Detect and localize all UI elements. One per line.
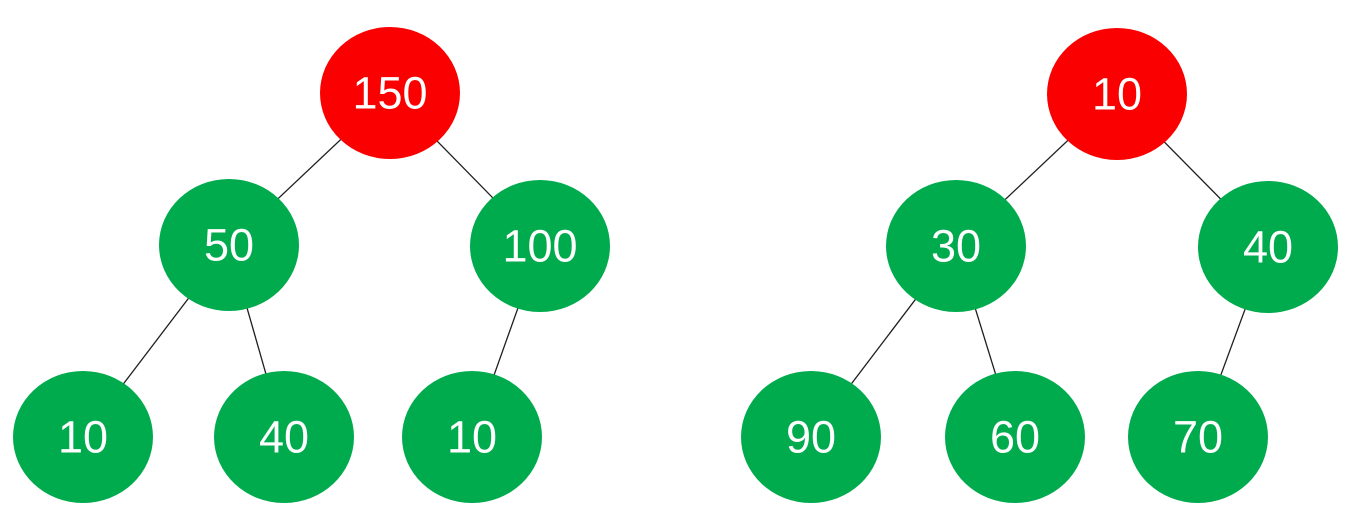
node-value: 10	[58, 412, 108, 463]
left-tree-node-150-L0: 150	[320, 27, 460, 159]
child-node-ellipse	[945, 371, 1085, 503]
child-node-ellipse	[1198, 181, 1338, 313]
node-value: 30	[931, 221, 981, 272]
root-node-ellipse	[1047, 28, 1187, 160]
right-tree-node-30-R1: 30	[886, 180, 1026, 312]
child-node-ellipse	[214, 371, 354, 503]
node-value: 150	[352, 68, 427, 119]
right-tree-node-40-R2: 40	[1198, 181, 1338, 313]
node-value: 10	[447, 412, 497, 463]
node-value: 40	[1243, 222, 1293, 273]
child-node-ellipse	[741, 371, 881, 503]
left-tree-node-40-L4: 40	[214, 371, 354, 503]
right-tree: 10 30 40 90 60 70	[741, 28, 1338, 503]
left-tree-node-100-L2: 100	[470, 180, 610, 312]
child-node-ellipse	[159, 179, 299, 311]
node-value: 70	[1173, 412, 1223, 463]
right-tree-node-70-R5: 70	[1128, 371, 1268, 503]
left-tree-node-50-L1: 50	[159, 179, 299, 311]
child-node-ellipse	[402, 371, 542, 503]
node-value: 40	[259, 412, 309, 463]
child-node-ellipse	[886, 180, 1026, 312]
node-value: 100	[502, 221, 577, 272]
right-tree-node-10-R0: 10	[1047, 28, 1187, 160]
left-tree-node-10-L3: 10	[13, 371, 153, 503]
child-node-ellipse	[1128, 371, 1268, 503]
node-value: 90	[786, 412, 836, 463]
left-tree-node-10-L5: 10	[402, 371, 542, 503]
root-node-ellipse	[320, 27, 460, 159]
node-value: 10	[1092, 69, 1142, 120]
node-value: 50	[204, 220, 254, 271]
right-tree-node-90-R3: 90	[741, 371, 881, 503]
child-node-ellipse	[13, 371, 153, 503]
left-tree: 150 50 100 10 40 10	[13, 27, 610, 503]
right-tree-node-60-R4: 60	[945, 371, 1085, 503]
node-value: 60	[990, 412, 1040, 463]
child-node-ellipse	[470, 180, 610, 312]
